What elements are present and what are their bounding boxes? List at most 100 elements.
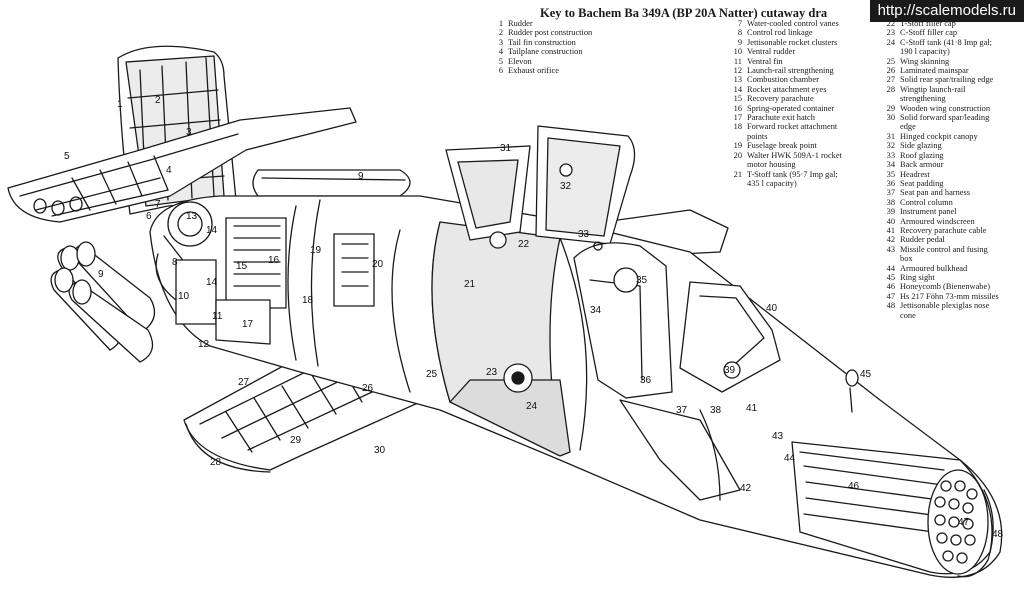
key-entry-text: Spring-operated container <box>747 103 835 113</box>
callout-label: 48 <box>992 529 1004 540</box>
key-entry-text: Seat pan and harness <box>900 188 971 198</box>
key-entry-number: 18 <box>733 122 742 132</box>
key-entry-text: Laminated mainspar <box>900 66 969 76</box>
cockpit-canopy <box>445 125 636 245</box>
callout-label: 47 <box>958 517 970 528</box>
key-entry-number: 33 <box>886 150 895 160</box>
callout-label: 39 <box>724 365 736 376</box>
callout-label: 7 <box>155 199 161 210</box>
key-entry-number: 29 <box>886 103 895 113</box>
key-entry: 13 Combustion chamber <box>727 75 842 84</box>
key-entry-text: 435 l capacity) <box>747 178 797 188</box>
callout-label: 15 <box>236 261 248 272</box>
callout-label: 18 <box>302 295 314 306</box>
key-entry-number: 19 <box>733 141 742 151</box>
key-entry: 29 Wooden wing construction <box>880 104 999 113</box>
callout-label: 25 <box>426 369 438 380</box>
key-entry-number: 17 <box>733 113 742 123</box>
key-entry-number: 35 <box>886 169 895 179</box>
key-entry-number: 48 <box>886 301 895 311</box>
callout-label: 42 <box>740 483 752 494</box>
callout-label: 24 <box>526 401 538 412</box>
key-entry-text: Missile control and fusing <box>900 244 988 254</box>
key-entry-text: Hs 217 Föhn 73-mm missiles <box>900 291 999 301</box>
key-entry-text: Launch-rail strengthening <box>747 66 834 76</box>
key-entry-number <box>880 122 895 131</box>
callout-label: 27 <box>238 377 250 388</box>
upper-rocket-cluster <box>252 169 411 197</box>
key-entry-number: 41 <box>886 225 895 235</box>
key-entry-text: Honeycomb (Bienenwabe) <box>900 282 990 292</box>
callout-label: 30 <box>374 445 386 456</box>
key-entry-number: 21 <box>733 169 742 179</box>
key-entry-text: Ventral fin <box>747 56 783 66</box>
callout-label: 31 <box>500 143 512 154</box>
key-entry: points <box>727 132 842 141</box>
key-entry-number <box>727 132 742 141</box>
callout-label: 8 <box>172 257 178 268</box>
key-entry: 12 Launch-rail strengthening <box>727 66 842 75</box>
key-entry-text: Back armour <box>900 160 944 170</box>
key-entry-number: 4 <box>498 47 503 57</box>
key-entry-number: 13 <box>733 75 742 85</box>
callout-label: 11 <box>212 311 223 322</box>
canopy-hinge <box>489 231 603 251</box>
nose-section <box>791 441 994 578</box>
key-entry-text: strengthening <box>900 94 946 104</box>
key-entry-number: 40 <box>886 216 895 226</box>
key-entry-number: 30 <box>886 113 895 123</box>
key-entry-number: 32 <box>886 141 895 151</box>
callout-label: 36 <box>640 375 652 386</box>
key-entry-number: 45 <box>886 272 895 282</box>
key-entry-text: Roof glazing <box>900 150 944 160</box>
callout-label: 4 <box>166 165 172 176</box>
callout-label: 21 <box>464 279 476 290</box>
key-entry-text: Wooden wing construction <box>900 103 991 113</box>
key-entry: 21 T-Stoff tank (95·7 Imp gal; <box>727 170 842 179</box>
key-entry-text: Rudder <box>508 19 533 28</box>
key-entry-number: 6 <box>498 66 503 76</box>
callout-label: 32 <box>560 181 572 192</box>
key-entry-number: 27 <box>886 75 895 85</box>
key-entry-text: Elevon <box>508 56 532 66</box>
key-entry-text: Tailplane construction <box>508 47 583 57</box>
callout-label: 13 <box>186 211 198 222</box>
key-entry-number <box>880 254 895 263</box>
key-entry-text: Rudder post construction <box>508 28 593 38</box>
callout-label: 2 <box>155 95 161 106</box>
callout-label: 33 <box>578 229 590 240</box>
key-entry-number: 12 <box>733 66 742 76</box>
callout-label: 3 <box>186 127 192 138</box>
key-entry-text: Combustion chamber <box>747 75 819 85</box>
key-entry-number: 1 <box>498 19 503 28</box>
key-entry-text: Control column <box>900 197 953 207</box>
callout-label: 20 <box>372 259 384 270</box>
key-entry-number: 31 <box>886 131 895 141</box>
callout-label: 23 <box>486 367 498 378</box>
callout-label: 19 <box>310 245 322 256</box>
callout-label: 45 <box>860 369 872 380</box>
key-entry: 190 l capacity) <box>880 47 999 56</box>
key-entry-text: T-Stoff tank (95·7 Imp gal; <box>747 169 838 179</box>
key-title: Key to Bachem Ba 349A (BP 20A Natter) cu… <box>540 6 828 20</box>
key-entry-number: 2 <box>498 28 503 38</box>
